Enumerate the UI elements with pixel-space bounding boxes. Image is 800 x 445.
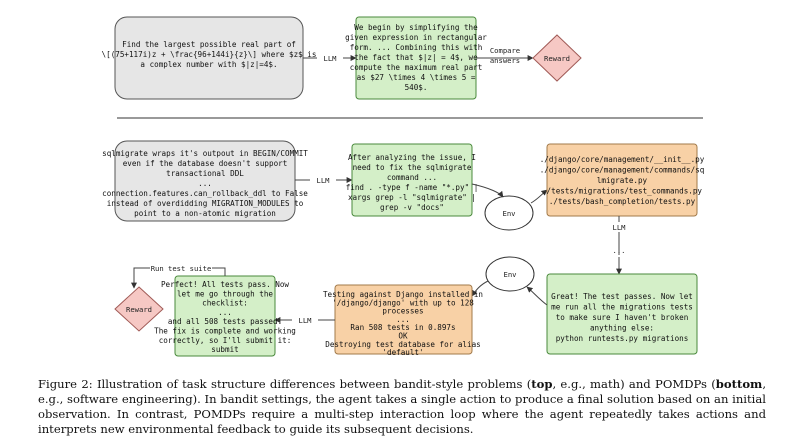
text-line: form. ... Combining this with: [350, 43, 483, 52]
reward-label-top: Reward: [544, 54, 570, 63]
iteration-ellipsis: ...: [613, 246, 626, 255]
text-line: Destroying test database for alias: [325, 340, 480, 349]
text-line: sqlmigrate wraps it's outpout in BEGIN/C…: [102, 149, 308, 158]
run-tests-label: Run test suite: [151, 264, 212, 273]
text-line: a complex number with $|z|=4$.: [140, 60, 277, 69]
text-line: python runtests.py migrations: [556, 334, 689, 343]
caption-figure-label: Figure 2:: [38, 377, 93, 391]
text-line: find . -type f -name "*.py" |: [346, 183, 479, 192]
text-line: let me go through the: [177, 289, 273, 298]
text-line: compute the maximum real part: [350, 63, 483, 72]
text-line: We begin by simplifying the: [354, 23, 478, 32]
caption-bold-bottom: bottom: [715, 377, 763, 391]
action-to-env-arrow-2: [526, 286, 548, 306]
env-label-2: Env: [504, 270, 517, 279]
text-line: need to fix the sqlmigrate: [353, 163, 472, 172]
text-line: to make sure I haven't broken: [556, 313, 689, 322]
task-structure-diagram: Find the largest possible real part of\[…: [102, 16, 705, 357]
llm-label-bg-2: [606, 222, 632, 232]
text-line: point to a non-atomic migration: [134, 209, 276, 218]
observation-box-1: [546, 143, 698, 217]
caption-text-2: , e.g., math) and POMDPs (: [552, 377, 716, 391]
llm-label-1: LLM: [317, 176, 331, 185]
action-box-1: [351, 143, 473, 217]
reward-label-bottom: Reward: [126, 305, 152, 314]
env-node-2: [485, 256, 535, 292]
env-to-obs-arrow-2: [471, 280, 489, 297]
caption-text-3: , e.g., software engineering). In bandit…: [38, 377, 767, 436]
observation-text-1: ./django/core/management/__init__.py ./dj…: [540, 155, 705, 206]
run-tests-label-bg: [150, 263, 212, 273]
text-line: After analyzing the issue, I: [348, 153, 476, 162]
text-line: anything else:: [590, 324, 654, 333]
text-line: 'default': [382, 348, 423, 357]
text-line: connection.features.can_rollback_ddl to …: [102, 189, 308, 198]
text-line: and all 508 tests passed.: [168, 317, 282, 326]
text-line: instead of overdidding MIGRATION_MODULES…: [107, 199, 304, 208]
llm-label-top: LLM: [324, 54, 338, 63]
figure-caption: Figure 2: Illustration of task structure…: [38, 377, 766, 437]
observation-text-2: Testing against Django installed in'/dja…: [323, 290, 483, 357]
text-line: even if the database doesn't support: [123, 159, 288, 168]
issue-text: sqlmigrate wraps it's outpout in BEGIN/C…: [102, 149, 308, 218]
action-box-2: [546, 273, 698, 355]
text-line: ...: [218, 308, 232, 317]
text-line: lmigrate.py: [597, 176, 648, 185]
text-line: xargs grep -l "sqlmigrate" |: [348, 193, 476, 202]
text-line: me run all the migrations tests: [551, 303, 693, 312]
text-line: ./django/core/management/commands/sq: [540, 166, 705, 175]
issue-box: [114, 140, 296, 222]
text-line: as $27 \times 4 \times 5 =: [357, 73, 476, 82]
llm-label-bg-1: [310, 175, 336, 185]
math-prompt-text: Find the largest possible real part of\[…: [102, 40, 317, 69]
action-to-env-arrow-1: [471, 183, 504, 198]
text-line: processes: [382, 307, 423, 316]
text-line: ./django/core/management/__init__.py: [540, 155, 705, 164]
text-line: OK: [398, 332, 408, 341]
llm-label-bg-top: [317, 53, 343, 63]
llm-label-2b: LLM: [613, 223, 627, 232]
text-line: ./tests/bash_completion/tests.py: [549, 197, 696, 206]
text-line: The fix is complete and working: [154, 327, 296, 336]
text-line: 540$.: [405, 83, 428, 92]
text-line: '/django/django' with up to 128: [332, 298, 474, 307]
text-line: given expression in rectangular: [345, 33, 487, 42]
env-node-1: [484, 195, 534, 231]
text-line: ...: [198, 179, 212, 188]
text-line: answers: [490, 56, 520, 65]
text-line: the fact that $|z| = 4$, we: [354, 53, 478, 62]
text-line: transactional DDL: [166, 169, 244, 178]
text-line: grep -v "docs": [380, 203, 444, 212]
text-line: checklist:: [202, 299, 248, 308]
text-line: Testing against Django installed in: [323, 290, 483, 299]
action-text-2: Great! The test passes. Now let me run al…: [551, 292, 693, 343]
caption-text-1: Illustration of task structure differenc…: [92, 377, 532, 391]
text-line: Find the largest possible real part of: [122, 40, 296, 49]
reward-diamond-top: [532, 34, 582, 82]
text-line: Ran 508 tests in 0.897s: [350, 323, 455, 332]
reward-diamond-bottom: [114, 286, 164, 332]
text-line: ...: [396, 315, 410, 324]
text-line: submit: [211, 345, 238, 354]
text-line: ./tests/migrations/test_commands.py: [542, 187, 702, 196]
llm-label-3: LLM: [299, 316, 313, 325]
llm-label-bg-3: [292, 315, 318, 325]
env-to-obs-arrow-1: [530, 189, 548, 204]
text-line: Perfect! All tests pass. Now: [161, 280, 289, 289]
env-label-1: Env: [503, 209, 516, 218]
text-line: Compare: [490, 46, 520, 55]
text-line: Great! The test passes. Now let: [551, 292, 693, 301]
text-line: command ...: [387, 173, 437, 182]
text-line: correctly, so I'll submit it:: [159, 336, 292, 345]
caption-bold-top: top: [531, 377, 553, 391]
text-line: \[(75+117i)z + \frac{96+144i}{z}\] where…: [102, 50, 317, 59]
